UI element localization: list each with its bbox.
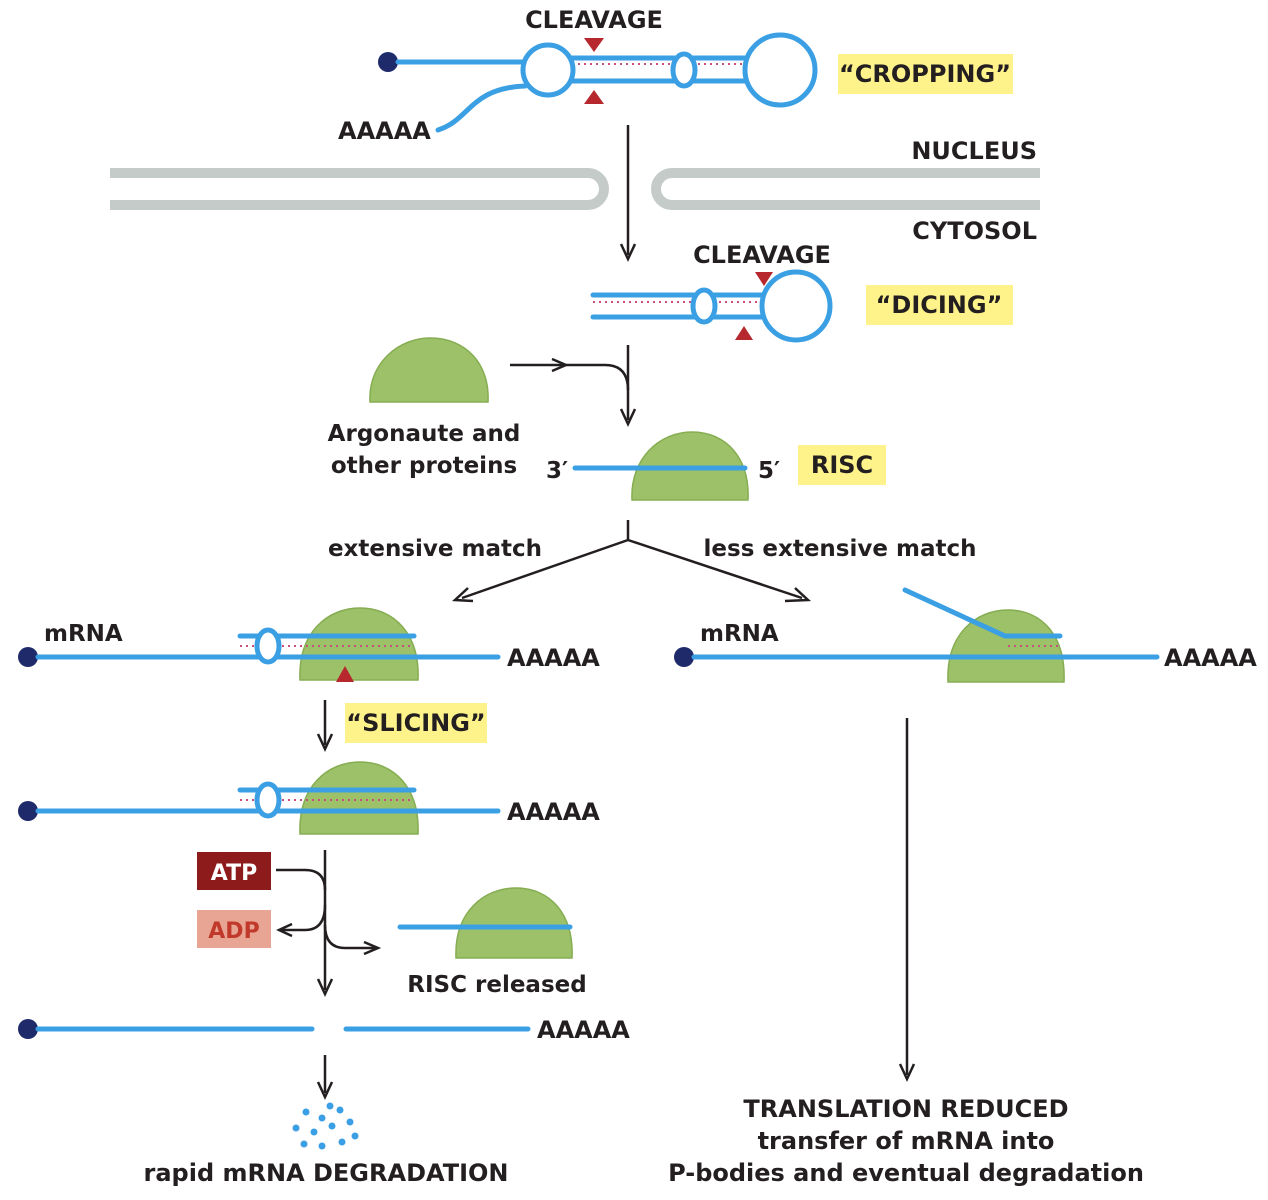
nuclear-envelope (110, 168, 1040, 210)
pri-mirna-hairpin (378, 32, 818, 133)
risc-released-complex (397, 887, 573, 959)
atp-label: ATP (211, 861, 257, 886)
polya-right-label: AAAAA (1164, 644, 1257, 672)
translation-reduced-line3: P-bodies and eventual degradation (668, 1159, 1144, 1187)
cropping-highlight (838, 54, 1013, 94)
less-extensive-match-label: less extensive match (704, 536, 977, 562)
polya-top-label: AAAAA (338, 117, 431, 145)
nucleus-label: NUCLEUS (911, 137, 1037, 165)
polya-left1-label: AAAAA (507, 644, 600, 672)
risc-complex (572, 431, 749, 501)
pre-mirna-hairpin (590, 269, 833, 343)
arrow-extensive-match (461, 538, 629, 600)
cleavage-marker (584, 90, 604, 104)
mrna-risc-bound-left (18, 607, 501, 682)
cleaved-mrna (18, 1019, 531, 1039)
polya-left3-label: AAAAA (537, 1016, 630, 1044)
three-prime-label: 3′ (546, 458, 568, 484)
argonaute-label-line2: other proteins (331, 453, 517, 479)
slicing-highlight (345, 703, 487, 743)
mrna-right-label: mRNA (700, 621, 779, 647)
risc-label: RISC (811, 451, 873, 479)
cleavage-marker (735, 326, 753, 340)
five-prime-cap (378, 52, 398, 72)
mrna-left-label: mRNA (44, 621, 123, 647)
dicing-label: “DICING” (876, 291, 1003, 319)
translation-reduced-line1: TRANSLATION REDUCED (743, 1095, 1068, 1123)
cleavage-label-mid: CLEAVAGE (693, 241, 831, 269)
dicing-highlight (866, 285, 1013, 325)
five-prime-label: 5′ (758, 458, 780, 484)
degraded-nucleotides (292, 1102, 359, 1150)
mrna-risc-sliced (18, 761, 501, 835)
slicing-marker (336, 666, 354, 682)
rapid-degradation-label: rapid mRNA DEGRADATION (144, 1159, 509, 1187)
cytosol-label: CYTOSOL (912, 217, 1037, 245)
argonaute-protein (369, 337, 489, 403)
arrow-less-extensive-match (627, 538, 803, 600)
polya-left2-label: AAAAA (507, 798, 600, 826)
atp-box (197, 852, 271, 890)
cleavage-label-top: CLEAVAGE (525, 6, 663, 34)
slicing-label: “SLICING” (346, 709, 485, 737)
adp-box (197, 910, 271, 948)
translation-reduced-line2: transfer of mRNA into (758, 1127, 1055, 1155)
extensive-match-label: extensive match (328, 536, 542, 562)
argonaute-label-line1: Argonaute and (328, 421, 521, 447)
cleavage-marker (755, 272, 773, 286)
cropping-label: “CROPPING” (839, 60, 1011, 88)
adp-label: ADP (208, 919, 259, 944)
mrna-risc-bound-right (674, 587, 1160, 683)
risc-released-label: RISC released (407, 972, 586, 998)
risc-highlight (798, 445, 886, 485)
cleavage-marker (584, 38, 604, 52)
